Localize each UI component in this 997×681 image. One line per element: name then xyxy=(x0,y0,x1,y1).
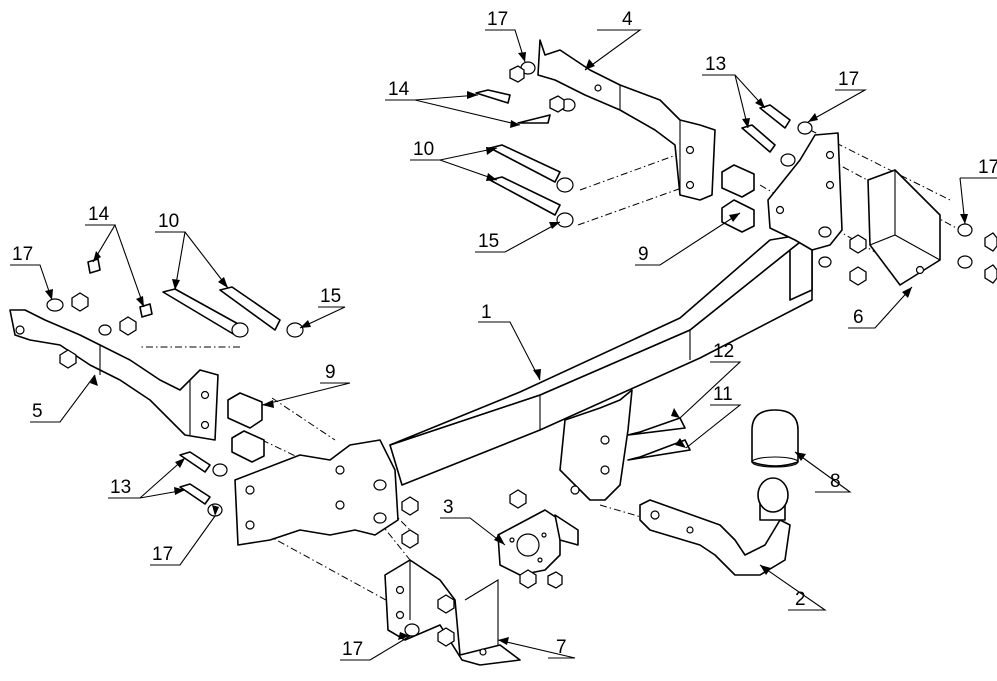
callout-6: 6 xyxy=(853,307,864,328)
callout-7: 7 xyxy=(556,637,567,658)
washers xyxy=(46,61,973,637)
callout-14-right: 14 xyxy=(388,79,410,100)
callout-3: 3 xyxy=(443,497,454,518)
callout-17-left-plate: 17 xyxy=(152,544,173,565)
callout-labels: 1 2 3 4 5 6 7 8 9 9 10 10 11 12 13 13 14… xyxy=(12,9,997,660)
callout-12: 12 xyxy=(713,341,734,362)
right-side-arm xyxy=(537,39,716,201)
callout-4: 4 xyxy=(622,9,633,30)
spacers xyxy=(227,164,755,463)
callout-15-left: 15 xyxy=(320,286,341,307)
left-bracket xyxy=(384,559,521,666)
nuts xyxy=(71,65,997,647)
callout-15-right: 15 xyxy=(478,231,499,252)
callout-13-left: 13 xyxy=(110,477,131,498)
callout-17-right-arm: 17 xyxy=(487,9,508,30)
callout-9-right: 9 xyxy=(638,244,649,265)
ball-hitch-tube xyxy=(639,477,791,576)
callout-17-left-arm: 17 xyxy=(12,244,33,265)
leader-lines xyxy=(10,29,997,661)
callout-10-right: 10 xyxy=(413,139,434,160)
callout-14-left: 14 xyxy=(88,204,110,225)
callout-11: 11 xyxy=(713,384,733,405)
callout-13-right: 13 xyxy=(705,54,726,75)
callout-17-right-plate: 17 xyxy=(838,69,859,90)
left-beam-plate xyxy=(234,439,399,546)
callout-9-left: 9 xyxy=(325,362,336,383)
right-bracket xyxy=(867,169,941,286)
callout-17-left-bracket: 17 xyxy=(342,639,363,660)
callout-1: 1 xyxy=(481,302,492,323)
short-bolts xyxy=(87,89,791,505)
callout-10-left: 10 xyxy=(158,211,179,232)
arrowheads xyxy=(45,52,968,645)
right-beam-plate xyxy=(767,132,843,251)
ball-socket-bracket xyxy=(559,389,633,501)
callout-8: 8 xyxy=(830,471,841,492)
socket-plate xyxy=(497,509,579,576)
callout-2: 2 xyxy=(795,589,806,610)
callout-5: 5 xyxy=(32,401,43,422)
ball-cap xyxy=(751,409,799,468)
left-side-arm xyxy=(9,309,219,441)
callout-17-right-bracket: 17 xyxy=(978,157,997,178)
